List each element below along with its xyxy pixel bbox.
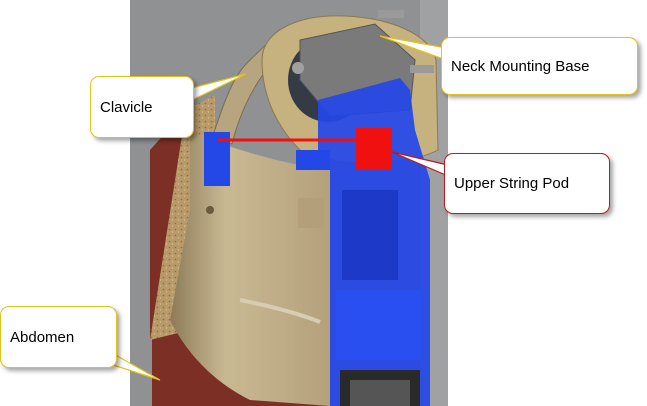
dark-base-inner: [350, 380, 410, 406]
shell-recess: [298, 198, 324, 228]
callout-abdomen: Abdomen: [0, 306, 117, 368]
shell-bolt: [206, 206, 214, 214]
label-neck-mounting-base: Neck Mounting Base: [451, 57, 590, 75]
callout-clavicle: Clavicle: [90, 76, 194, 138]
label-upper-string-pod: Upper String Pod: [454, 175, 570, 192]
mount-bolt-right: [410, 65, 434, 73]
label-clavicle: Clavicle: [100, 98, 153, 116]
callout-neck-mounting-base: Neck Mounting Base: [441, 37, 638, 95]
back-plate: [150, 110, 186, 340]
blue-mechanism-inner: [342, 190, 398, 280]
blue-bracket: [296, 150, 330, 170]
mount-nut: [292, 62, 304, 74]
mount-bolt-top: [378, 10, 404, 18]
torso-shell: [170, 130, 330, 406]
shell-groove: [239, 298, 321, 324]
blue-mechanism-lower: [336, 290, 422, 360]
callout-upper-string-pod: Upper String Pod: [444, 153, 610, 214]
upper-string-pod: [356, 128, 392, 170]
label-abdomen: Abdomen: [10, 328, 75, 346]
